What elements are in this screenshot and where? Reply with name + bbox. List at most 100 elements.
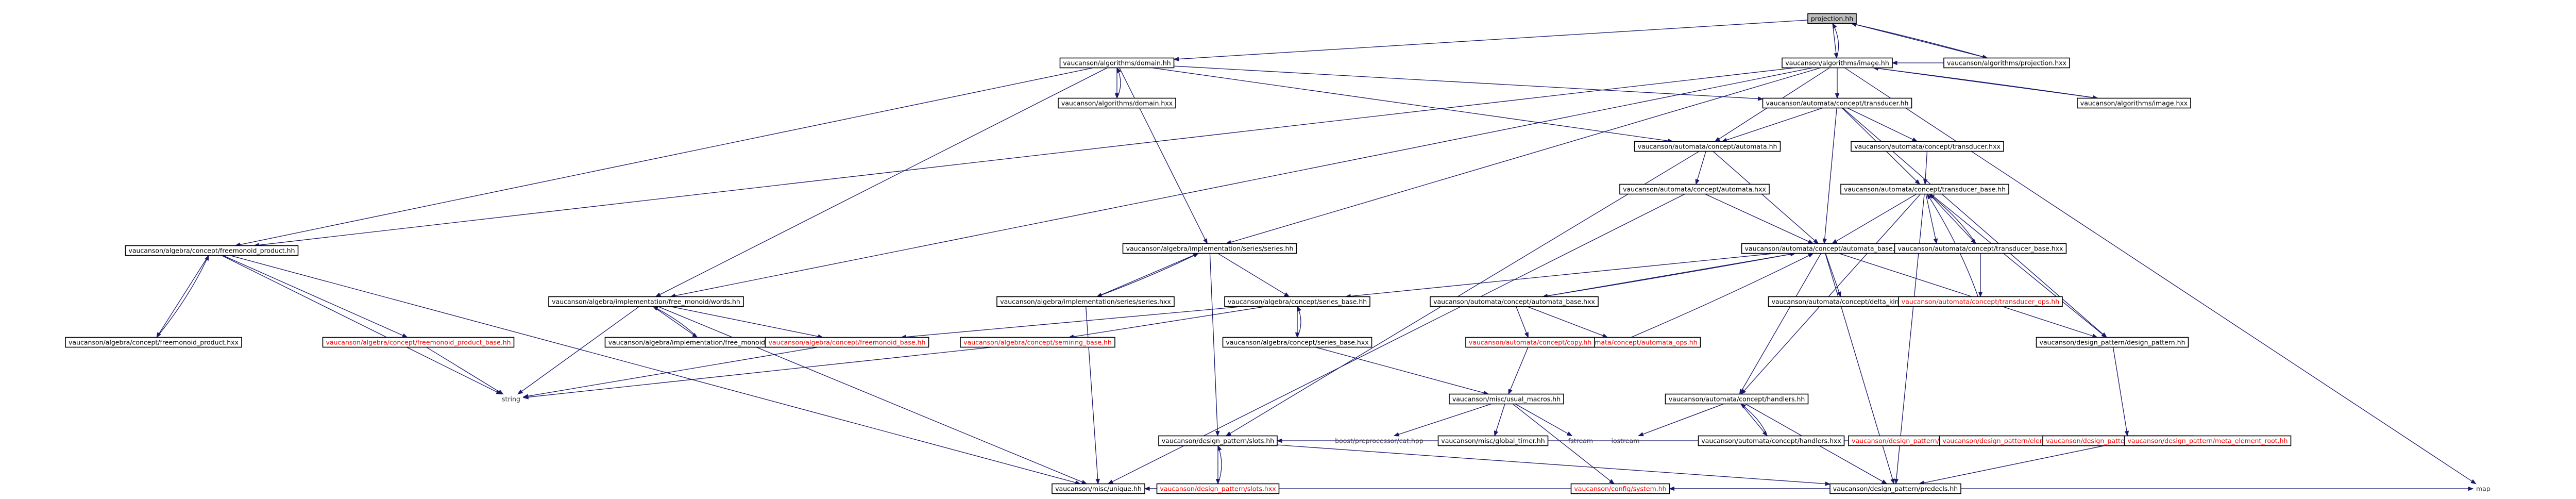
- edge-line: [1315, 346, 1489, 395]
- node-semiring-base-hh[interactable]: vaucanson/algebra/concept/semiring_base.…: [960, 337, 1115, 348]
- node-box: [2036, 337, 2189, 348]
- edge-arrowhead: [1393, 432, 1400, 437]
- edge-automata-hxx-to-automata-base-hh: [1705, 193, 1814, 244]
- node-label: vaucanson/misc/global_timer.hh: [1441, 437, 1545, 445]
- edge-line: [1844, 67, 2476, 485]
- node-label: vaucanson/automata/concept/automata.hxx: [1623, 186, 1766, 193]
- edge-series-base-hh-to-semiring-base-hh: [1068, 306, 1266, 339]
- edge-domain-hh-to-transducer-hh: [1174, 65, 1764, 101]
- edge-line: [1069, 306, 1266, 338]
- node-box: [1894, 243, 2067, 254]
- node-image-hxx[interactable]: vaucanson/algorithms/image.hxx: [2077, 97, 2191, 109]
- node-image-hh[interactable]: vaucanson/algorithms/image.hh: [1782, 57, 1893, 69]
- node-fstream: fstream: [1568, 437, 1593, 445]
- edge-arrowhead: [205, 255, 209, 261]
- edge-freemonoid-product-hh-to-unique-hh: [230, 255, 1081, 485]
- node-meta-element-root-hh[interactable]: vaucanson/design_pattern/meta_element_ro…: [2124, 435, 2292, 446]
- node-automata-hxx[interactable]: vaucanson/automata/concept/automata.hxx: [1619, 184, 1770, 195]
- node-predecls-hh[interactable]: vaucanson/design_pattern/predecls.hh: [1829, 483, 1961, 494]
- edge-series-hh-to-series-base-hh: [1217, 253, 1290, 297]
- node-label: fstream: [1568, 437, 1593, 445]
- edge-line: [1097, 253, 1199, 297]
- node-box: [1437, 435, 1549, 446]
- node-domain-hh[interactable]: vaucanson/algorithms/domain.hh: [1059, 57, 1175, 69]
- node-freemonoid-product-hxx[interactable]: vaucanson/algebra/concept/freemonoid_pro…: [65, 337, 242, 348]
- edge-line: [1713, 151, 1819, 244]
- edge-line: [1929, 194, 1976, 244]
- edge-line: [156, 255, 209, 338]
- edge-freemonoid-product-hh-to-freemonoid-product-base-hh: [223, 255, 408, 338]
- node-box: [1698, 435, 1845, 446]
- node-transducer-base-hxx[interactable]: vaucanson/automata/concept/transducer_ba…: [1894, 243, 2067, 254]
- node-delta-kind-hh[interactable]: vaucanson/automata/concept/delta_kind.hh: [1768, 296, 1917, 307]
- edges-layer: [156, 20, 2477, 491]
- node-label: vaucanson/automata/concept/transducer.hh: [1766, 99, 1909, 107]
- edge-transducer-base-hh-to-iterator: [1925, 194, 1938, 244]
- edge-slots-hh-to-predecls-hh: [1277, 444, 1831, 486]
- node-system-hh[interactable]: vaucanson/config/system.hh: [1570, 483, 1670, 494]
- node-projection-hxx[interactable]: vaucanson/algorithms/projection.hxx: [1943, 57, 2070, 69]
- node-label: string: [502, 395, 520, 403]
- node-unique-hh[interactable]: vaucanson/misc/unique.hh: [1052, 483, 1145, 494]
- node-label: vaucanson/algorithms/image.hh: [1785, 59, 1889, 67]
- edge-line: [1832, 193, 1917, 244]
- node-free-monoid-words-hxx[interactable]: vaucanson/algebra/implementation/free_mo…: [604, 337, 804, 348]
- node-series-base-hh[interactable]: vaucanson/algebra/concept/series_base.hh: [1224, 296, 1370, 307]
- node-free-monoid-words-hh[interactable]: vaucanson/algebra/implementation/free_mo…: [548, 296, 744, 307]
- node-domain-hxx[interactable]: vaucanson/algorithms/domain.hxx: [1058, 97, 1176, 109]
- node-map: map: [2476, 485, 2490, 493]
- node-box: [1898, 296, 2063, 307]
- edge-automata-base-hxx-to-copy-hh: [1516, 306, 1529, 338]
- edge-line: [1925, 194, 1937, 244]
- node-automata-base-hh[interactable]: vaucanson/automata/concept/automata_base…: [1741, 243, 1907, 254]
- node-box: [996, 296, 1175, 307]
- node-design-pattern-hh[interactable]: vaucanson/design_pattern/design_pattern.…: [2036, 337, 2189, 348]
- node-automata-hh[interactable]: vaucanson/automata/concept/automata.hh: [1634, 141, 1781, 152]
- node-label: vaucanson/algorithms/domain.hh: [1063, 59, 1171, 67]
- node-transducer-ops-hh[interactable]: vaucanson/automata/concept/transducer_op…: [1898, 296, 2063, 307]
- edge-transducer-base-hxx-to-transducer-base-hh: [1928, 193, 1976, 244]
- edge-arrowhead: [1081, 479, 1088, 485]
- node-transducer-hh[interactable]: vaucanson/automata/concept/transducer.hh: [1762, 97, 1912, 109]
- node-global-timer-hh[interactable]: vaucanson/misc/global_timer.hh: [1437, 435, 1549, 446]
- node-label: vaucanson/automata/concept/transducer_ba…: [1844, 186, 2006, 193]
- edge-image-hh-to-free-monoid-words-hh: [670, 67, 1813, 298]
- node-label: vaucanson/automata/concept/automata_base…: [1433, 298, 1595, 306]
- node-box: [1634, 141, 1781, 152]
- node-box: [1851, 141, 2004, 152]
- edge-image-hh-to-image-hxx: [1873, 67, 2099, 100]
- edge-freemonoid-base-hh-to-string: [522, 346, 818, 398]
- node-box: [1570, 483, 1670, 494]
- node-series-hh[interactable]: vaucanson/algebra/implementation/series/…: [1122, 243, 1297, 254]
- edge-line: [1174, 65, 1763, 99]
- node-transducer-hxx[interactable]: vaucanson/automata/concept/transducer.hx…: [1851, 141, 2004, 152]
- edge-automata-hh-to-automata-hxx: [1695, 151, 1706, 185]
- node-freemonoid-product-base-hh[interactable]: vaucanson/algebra/concept/freemonoid_pro…: [322, 337, 515, 348]
- edge-free-monoid-words-hh-to-free-monoid-words-hxx: [653, 306, 698, 338]
- edge-freemonoid-product-base-hh-to-string: [426, 346, 504, 395]
- node-series-base-hxx[interactable]: vaucanson/algebra/concept/series_base.hx…: [1222, 337, 1372, 348]
- edge-arrowhead: [1928, 193, 1935, 199]
- edge-arrowhead: [402, 333, 408, 338]
- node-slots-hh[interactable]: vaucanson/design_pattern/slots.hh: [1158, 435, 1278, 446]
- edge-transducer-hh-to-automata-hh: [1721, 107, 1823, 142]
- node-freemonoid-product-hh[interactable]: vaucanson/algebra/concept/freemonoid_pro…: [125, 245, 299, 256]
- edge-usual-macros-hh-to-system-hh: [1512, 403, 1615, 485]
- node-freemonoid-base-hh[interactable]: vaucanson/algebra/concept/freemonoid_bas…: [765, 337, 929, 348]
- node-label: vaucanson/config/system.hh: [1574, 485, 1666, 493]
- node-series-hxx[interactable]: vaucanson/algebra/implementation/series/…: [996, 296, 1175, 307]
- node-slots-hxx[interactable]: vaucanson/design_pattern/slots.hxx: [1156, 483, 1280, 494]
- edge-usual-macros-hh-to-boost-cat-hpp: [1393, 403, 1492, 437]
- node-usual-macros-hh[interactable]: vaucanson/misc/usual_macros.hh: [1449, 393, 1564, 405]
- node-label: iostream: [1612, 437, 1640, 445]
- node-copy-hh[interactable]: vaucanson/automata/concept/copy.hh: [1465, 337, 1595, 348]
- edge-image-hh-to-freemonoid-product-hh: [253, 67, 1795, 247]
- node-handlers-hh[interactable]: vaucanson/automata/concept/handlers.hh: [1665, 393, 1809, 405]
- node-label: vaucanson/misc/unique.hh: [1055, 485, 1142, 493]
- node-transducer-base-hh[interactable]: vaucanson/automata/concept/transducer_ba…: [1840, 184, 2009, 195]
- edge-arrowhead: [1822, 238, 1827, 244]
- edge-line: [230, 255, 1080, 485]
- node-projection-hh[interactable]: projection.hh: [1807, 13, 1857, 24]
- node-handlers-hxx[interactable]: vaucanson/automata/concept/handlers.hxx: [1698, 435, 1845, 446]
- node-automata-base-hxx[interactable]: vaucanson/automata/concept/automata_base…: [1430, 296, 1599, 307]
